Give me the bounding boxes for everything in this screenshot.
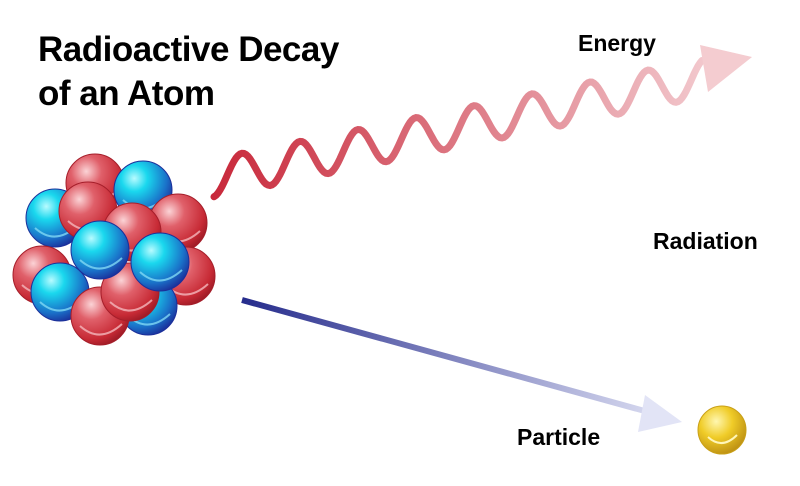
particle-arrowhead <box>638 395 682 432</box>
sphere-highlight <box>109 299 153 312</box>
particle-label: Particle <box>517 424 601 450</box>
page-title: Radioactive Decay of an Atom <box>38 28 339 116</box>
sphere-highlight <box>139 269 183 282</box>
energy-label: Energy <box>578 30 656 56</box>
sphere-highlight <box>79 323 123 336</box>
particle-sphere-icon <box>697 405 747 455</box>
sphere-highlight <box>79 257 123 270</box>
neutron-sphere <box>130 232 190 292</box>
neutron-sphere <box>70 220 130 280</box>
energy-wave <box>210 57 706 201</box>
particle-highlight <box>707 434 738 444</box>
energy-arrowhead <box>700 45 752 92</box>
particle-arrow-shaft <box>241 297 653 416</box>
title-line-2: of an Atom <box>38 74 215 113</box>
radiation-label: Radiation <box>653 228 758 254</box>
atom-nucleus-icon <box>12 153 216 346</box>
title-line-1: Radioactive Decay <box>38 30 339 69</box>
